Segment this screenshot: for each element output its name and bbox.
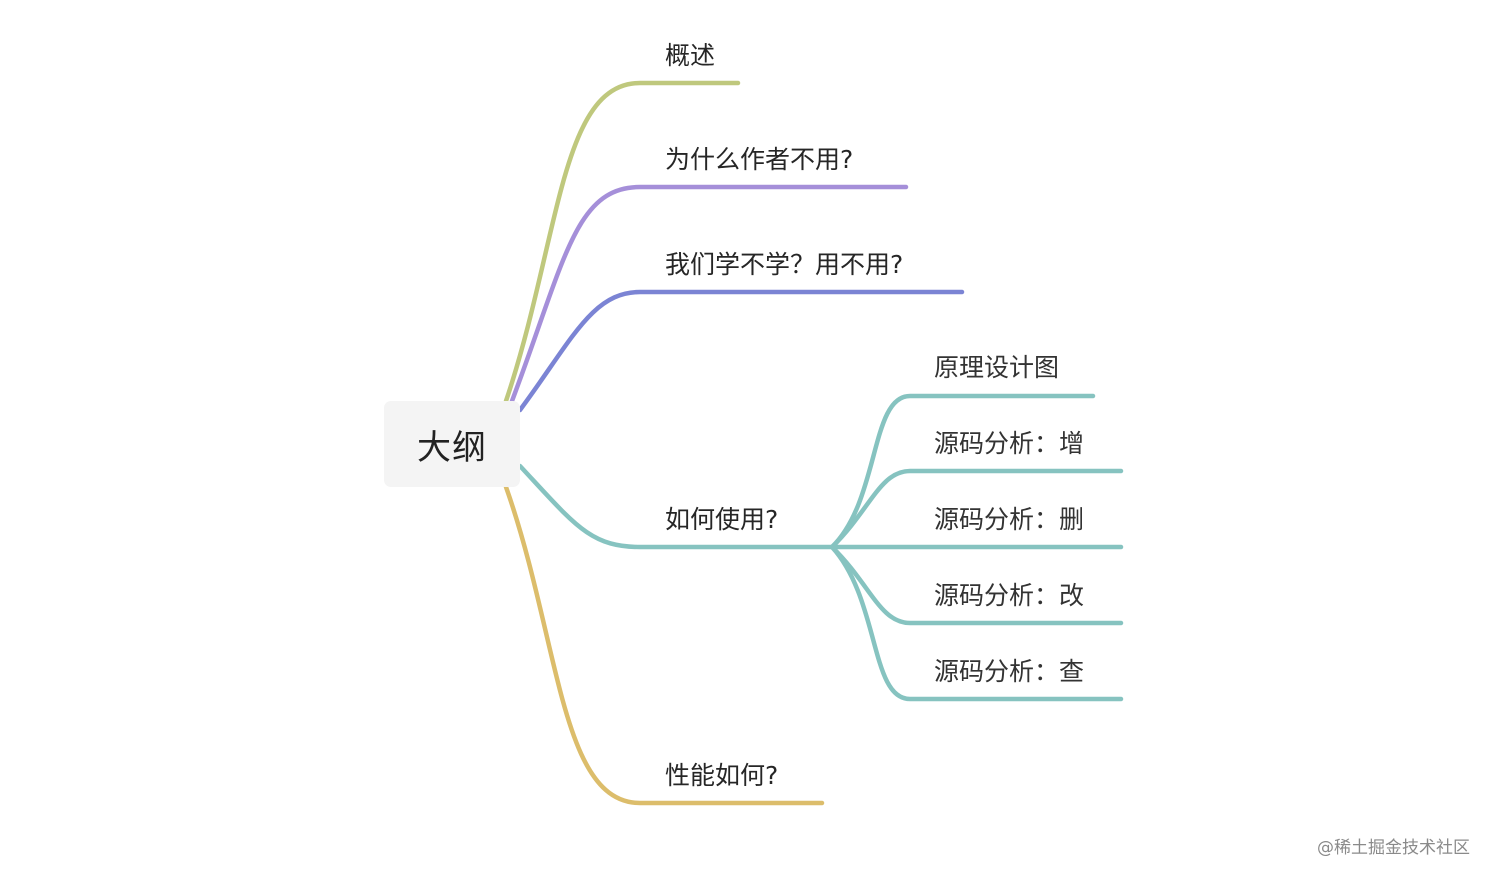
connector-branch-why-author-not-use	[509, 184, 909, 404]
watermark: @稀土掘金技术社区	[1317, 838, 1470, 858]
root-label: 大纲	[417, 427, 487, 468]
branch-label-overview[interactable]: 概述	[665, 41, 716, 70]
connector-branch-how-to-use	[517, 463, 835, 550]
leaf-label-source-query[interactable]: 源码分析：查	[934, 657, 1085, 686]
connector-branch-performance	[503, 484, 825, 806]
connector-branch-overview	[503, 80, 741, 404]
leaf-label-source-delete[interactable]: 源码分析：删	[934, 505, 1085, 534]
leaf-label-source-add[interactable]: 源码分析：增	[934, 429, 1085, 458]
root-node[interactable]: 大纲	[384, 401, 520, 487]
connector-leaf-source-add	[829, 468, 1124, 550]
branch-label-how-to-use[interactable]: 如何使用?	[665, 505, 779, 534]
leaf-label-source-modify[interactable]: 源码分析：改	[934, 581, 1085, 610]
leaf-label-design-diagram[interactable]: 原理设计图	[934, 353, 1060, 382]
connector-branch-learn-or-not	[517, 289, 965, 413]
branch-label-performance[interactable]: 性能如何?	[665, 761, 779, 790]
branch-label-learn-or-not[interactable]: 我们学不学？用不用?	[665, 250, 904, 279]
connector-leaf-source-query	[829, 544, 1124, 702]
branch-label-why-author-not-use[interactable]: 为什么作者不用?	[665, 145, 854, 174]
